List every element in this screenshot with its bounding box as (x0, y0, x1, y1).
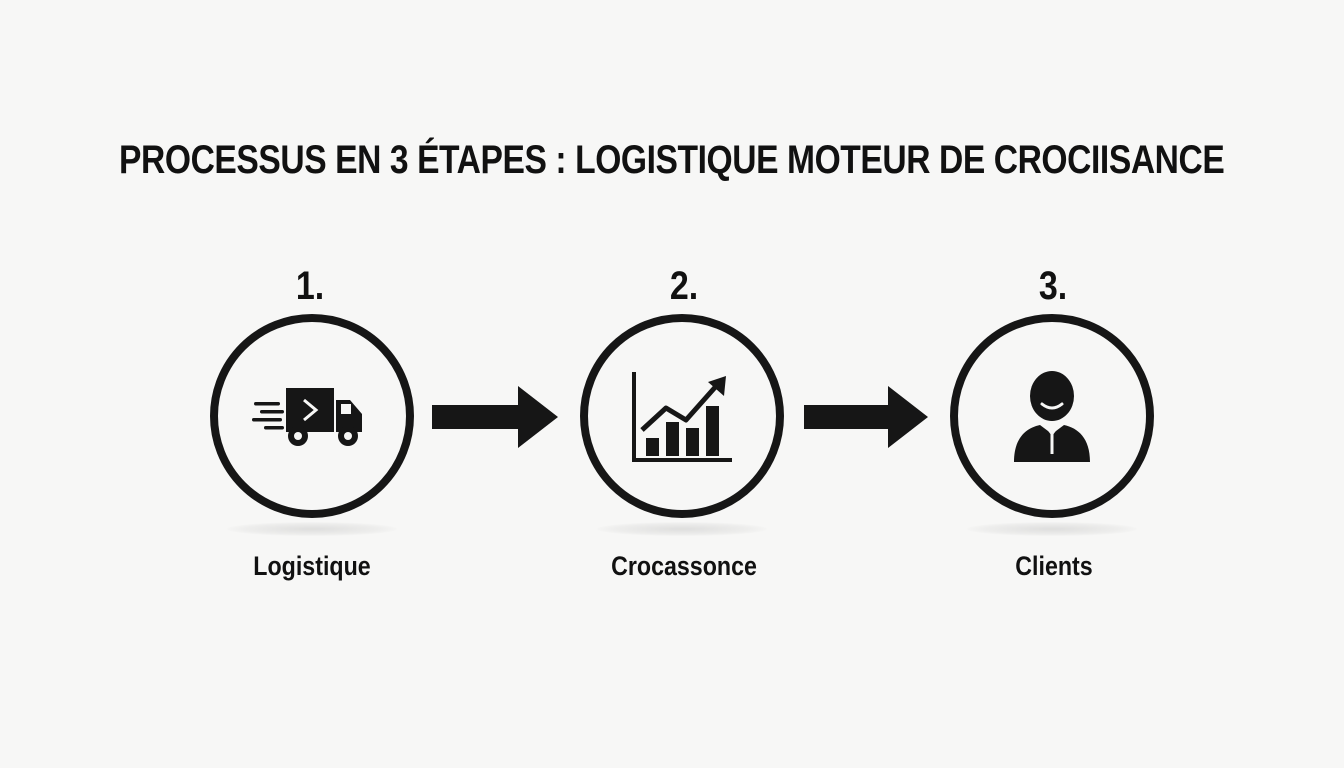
person-head (1030, 371, 1074, 421)
chart-bar (666, 422, 679, 456)
step-3-shadow (967, 522, 1137, 536)
chart-bar (646, 438, 659, 456)
step-2-number: 2. (669, 264, 699, 308)
truck-cargo (286, 388, 334, 432)
chart-bar (706, 406, 719, 456)
truck-window (341, 404, 351, 414)
chart-axis (632, 458, 732, 462)
connector-arrow-2 (804, 386, 928, 448)
step-1-circle (210, 314, 414, 518)
step-1-number: 1. (295, 264, 325, 308)
truck-arrow (303, 398, 319, 422)
speed-line (260, 410, 284, 414)
person-smile (1040, 402, 1064, 410)
step-3-number: 3. (1038, 264, 1068, 308)
trend-line (640, 382, 720, 432)
connector-arrow-1 (432, 386, 558, 448)
speed-line (254, 402, 280, 406)
step-1-shadow (227, 522, 397, 536)
step-1-label: Logistique (253, 551, 371, 581)
chart-bar (686, 428, 699, 456)
growth-chart-icon (632, 372, 732, 462)
step-2-label: Crocassonce (611, 551, 757, 581)
speed-line (252, 418, 282, 422)
diagram-title: PROCESSUS EN 3 ÉTAPES : LOGISTIQUE MOTEU… (119, 138, 1225, 182)
trend-arrowhead (708, 376, 726, 396)
chart-axis (632, 372, 636, 462)
delivery-truck-icon (252, 388, 362, 446)
person-tie (1050, 434, 1054, 454)
step-3-label: Clients (1015, 551, 1093, 581)
step-3-circle (950, 314, 1154, 518)
speed-line (264, 426, 284, 430)
client-person-icon (1014, 371, 1090, 462)
step-2-shadow (597, 522, 767, 536)
